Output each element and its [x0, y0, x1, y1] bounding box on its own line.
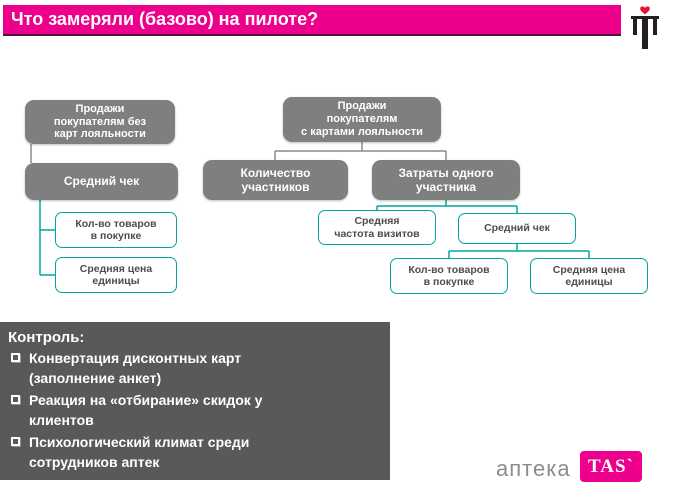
page-title: Что замеряли (базово) на пилоте? — [11, 9, 319, 29]
tas-group-logo — [628, 4, 662, 52]
checkbox-bullet-icon — [11, 353, 20, 362]
checkbox-bullet-icon — [11, 437, 20, 447]
control-item: Реакция на «отбирание» скидок у клиентов — [8, 391, 380, 430]
control-item: Психологический климат среди сотрудников… — [8, 433, 380, 472]
node-cost-per-participant: Затраты одного участника — [372, 160, 520, 200]
node-unit-price-no-card: Средняя цена единицы — [55, 257, 177, 293]
node-sales-with-cards: Продажи покупателям с картами лояльности — [283, 97, 441, 142]
node-participants-count: Количество участников — [203, 160, 348, 200]
checkbox-bullet-icon — [11, 395, 20, 405]
control-item-text: Реакция на «отбирание» скидок у клиентов — [29, 392, 263, 428]
tas-logo-badge: TAS` — [580, 451, 642, 482]
tas-logo-text: TAS` — [588, 455, 634, 477]
node-visit-frequency: Средняя частота визитов — [318, 210, 436, 245]
tas-group-logo-icon — [631, 6, 659, 49]
control-item-text: Конвертация дисконтных карт (заполнение … — [29, 350, 242, 386]
node-items-per-purchase-with-card: Кол-во товаров в покупке — [390, 258, 508, 294]
node-avg-check-with-card: Средний чек — [458, 213, 576, 244]
control-item: Конвертация дисконтных карт (заполнение … — [8, 349, 380, 388]
slide-title-bar: Что замеряли (базово) на пилоте? — [3, 5, 621, 36]
control-panel: Контроль: Конвертация дисконтных карт (з… — [0, 322, 390, 480]
control-item-text: Психологический климат среди сотрудников… — [29, 434, 250, 470]
node-items-per-purchase-no-card: Кол-во товаров в покупке — [55, 212, 177, 248]
apteka-brand-text: аптека — [496, 456, 571, 481]
node-unit-price-with-card: Средняя цена единицы — [530, 258, 648, 294]
node-sales-without-cards: Продажи покупателям без карт лояльности — [25, 100, 175, 144]
node-avg-check-no-card: Средний чек — [25, 163, 178, 200]
control-panel-title: Контроль: — [8, 329, 85, 346]
